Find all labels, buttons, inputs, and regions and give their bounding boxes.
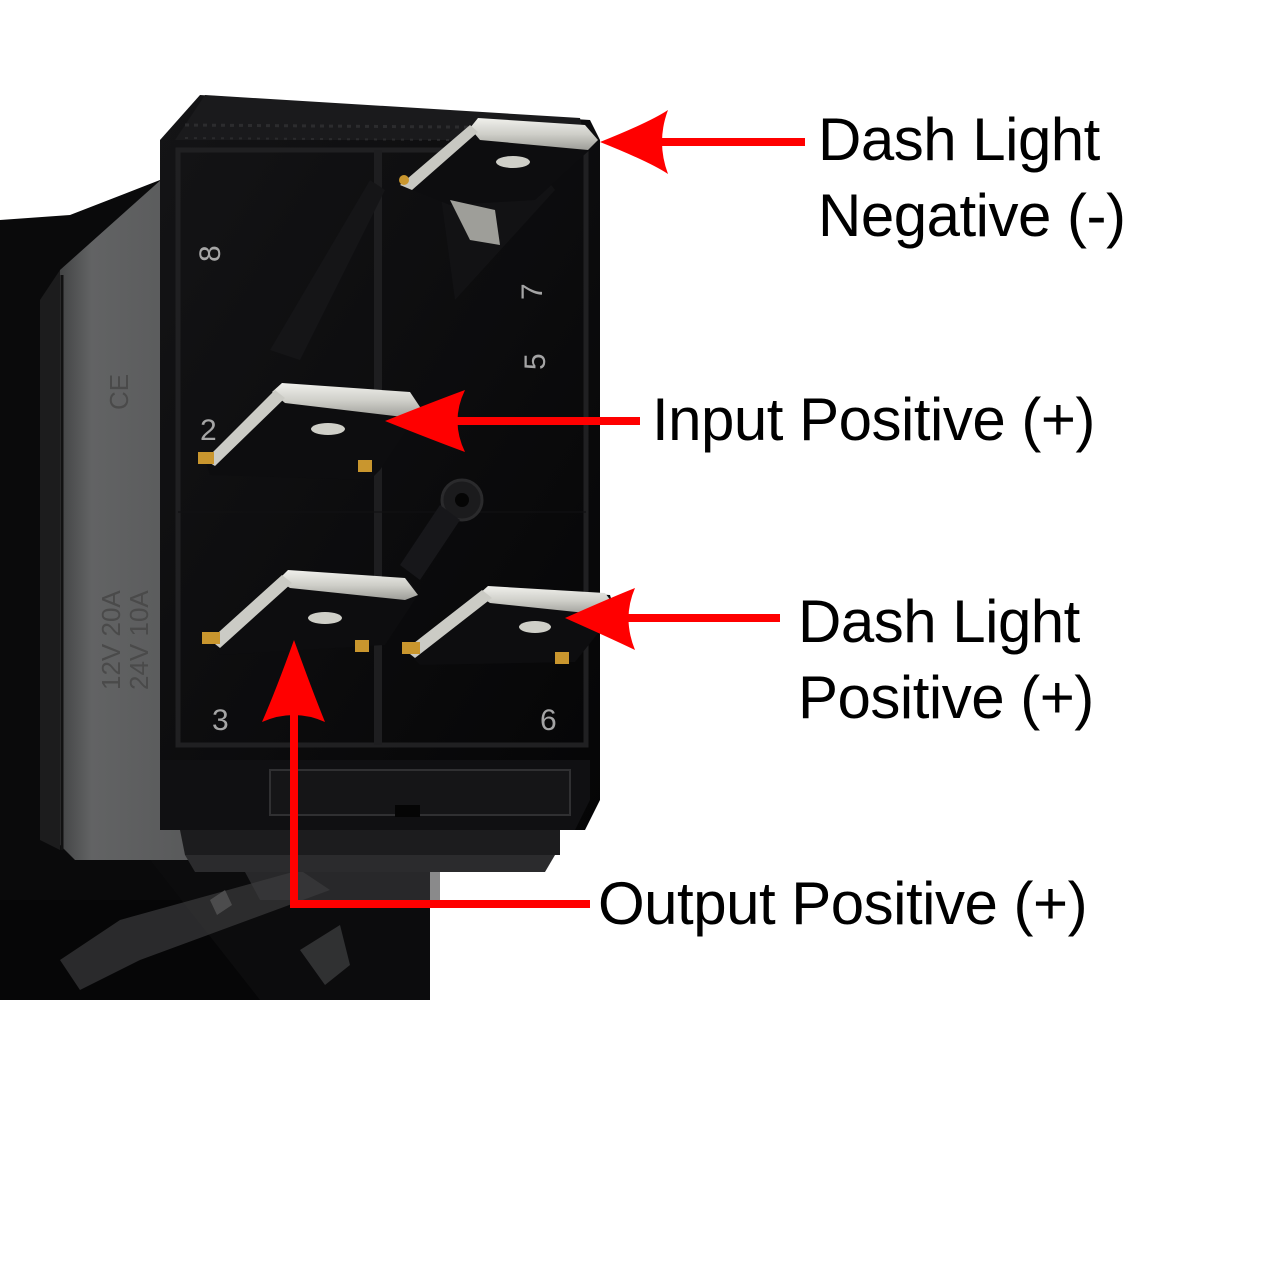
callout-dash-light-negative: Dash Light Negative (-)	[818, 102, 1126, 254]
terminal-dash-light-positive	[402, 586, 618, 665]
pin-number-6: 6	[540, 704, 557, 737]
pin-number-3: 3	[212, 704, 229, 737]
pin-numbers: 8 7 2 5 3 6	[194, 245, 557, 737]
callout-dash-light-positive: Dash Light Positive (+)	[798, 584, 1094, 736]
arrow-left-icon	[600, 110, 668, 174]
arrow-left-icon	[565, 588, 635, 650]
callout-line: Dash Light	[798, 588, 1080, 655]
arrow-input-positive	[385, 390, 640, 452]
pin-number-7: 7	[516, 283, 549, 300]
terminal-output-positive	[202, 570, 418, 655]
switch-rear-face	[160, 95, 600, 900]
arrow-output-positive	[262, 640, 590, 908]
callout-line: Input Positive (+)	[652, 386, 1095, 453]
callout-line: Output Positive (+)	[598, 870, 1088, 937]
pin-number-5: 5	[519, 353, 552, 370]
pin-number-8: 8	[194, 245, 227, 262]
callout-line: Negative (-)	[818, 182, 1126, 249]
terminal-input-positive	[198, 383, 422, 480]
arrow-up-elbow-icon	[262, 640, 325, 722]
callout-line: Dash Light	[818, 106, 1100, 173]
terminal-dash-light-negative	[399, 118, 598, 245]
callout-output-positive: Output Positive (+)	[598, 866, 1088, 942]
pin-number-2: 2	[200, 414, 217, 447]
ce-marking: CE	[104, 374, 134, 410]
callout-line: Positive (+)	[798, 664, 1094, 731]
callout-input-positive: Input Positive (+)	[652, 382, 1095, 458]
side-marking-line-1: 12V 20A	[96, 590, 126, 690]
arrow-left-icon	[385, 390, 465, 452]
side-marking-line-2: 24V 10A	[124, 590, 154, 690]
arrow-dash-light-positive	[565, 588, 780, 650]
arrow-dash-light-negative	[600, 110, 805, 174]
